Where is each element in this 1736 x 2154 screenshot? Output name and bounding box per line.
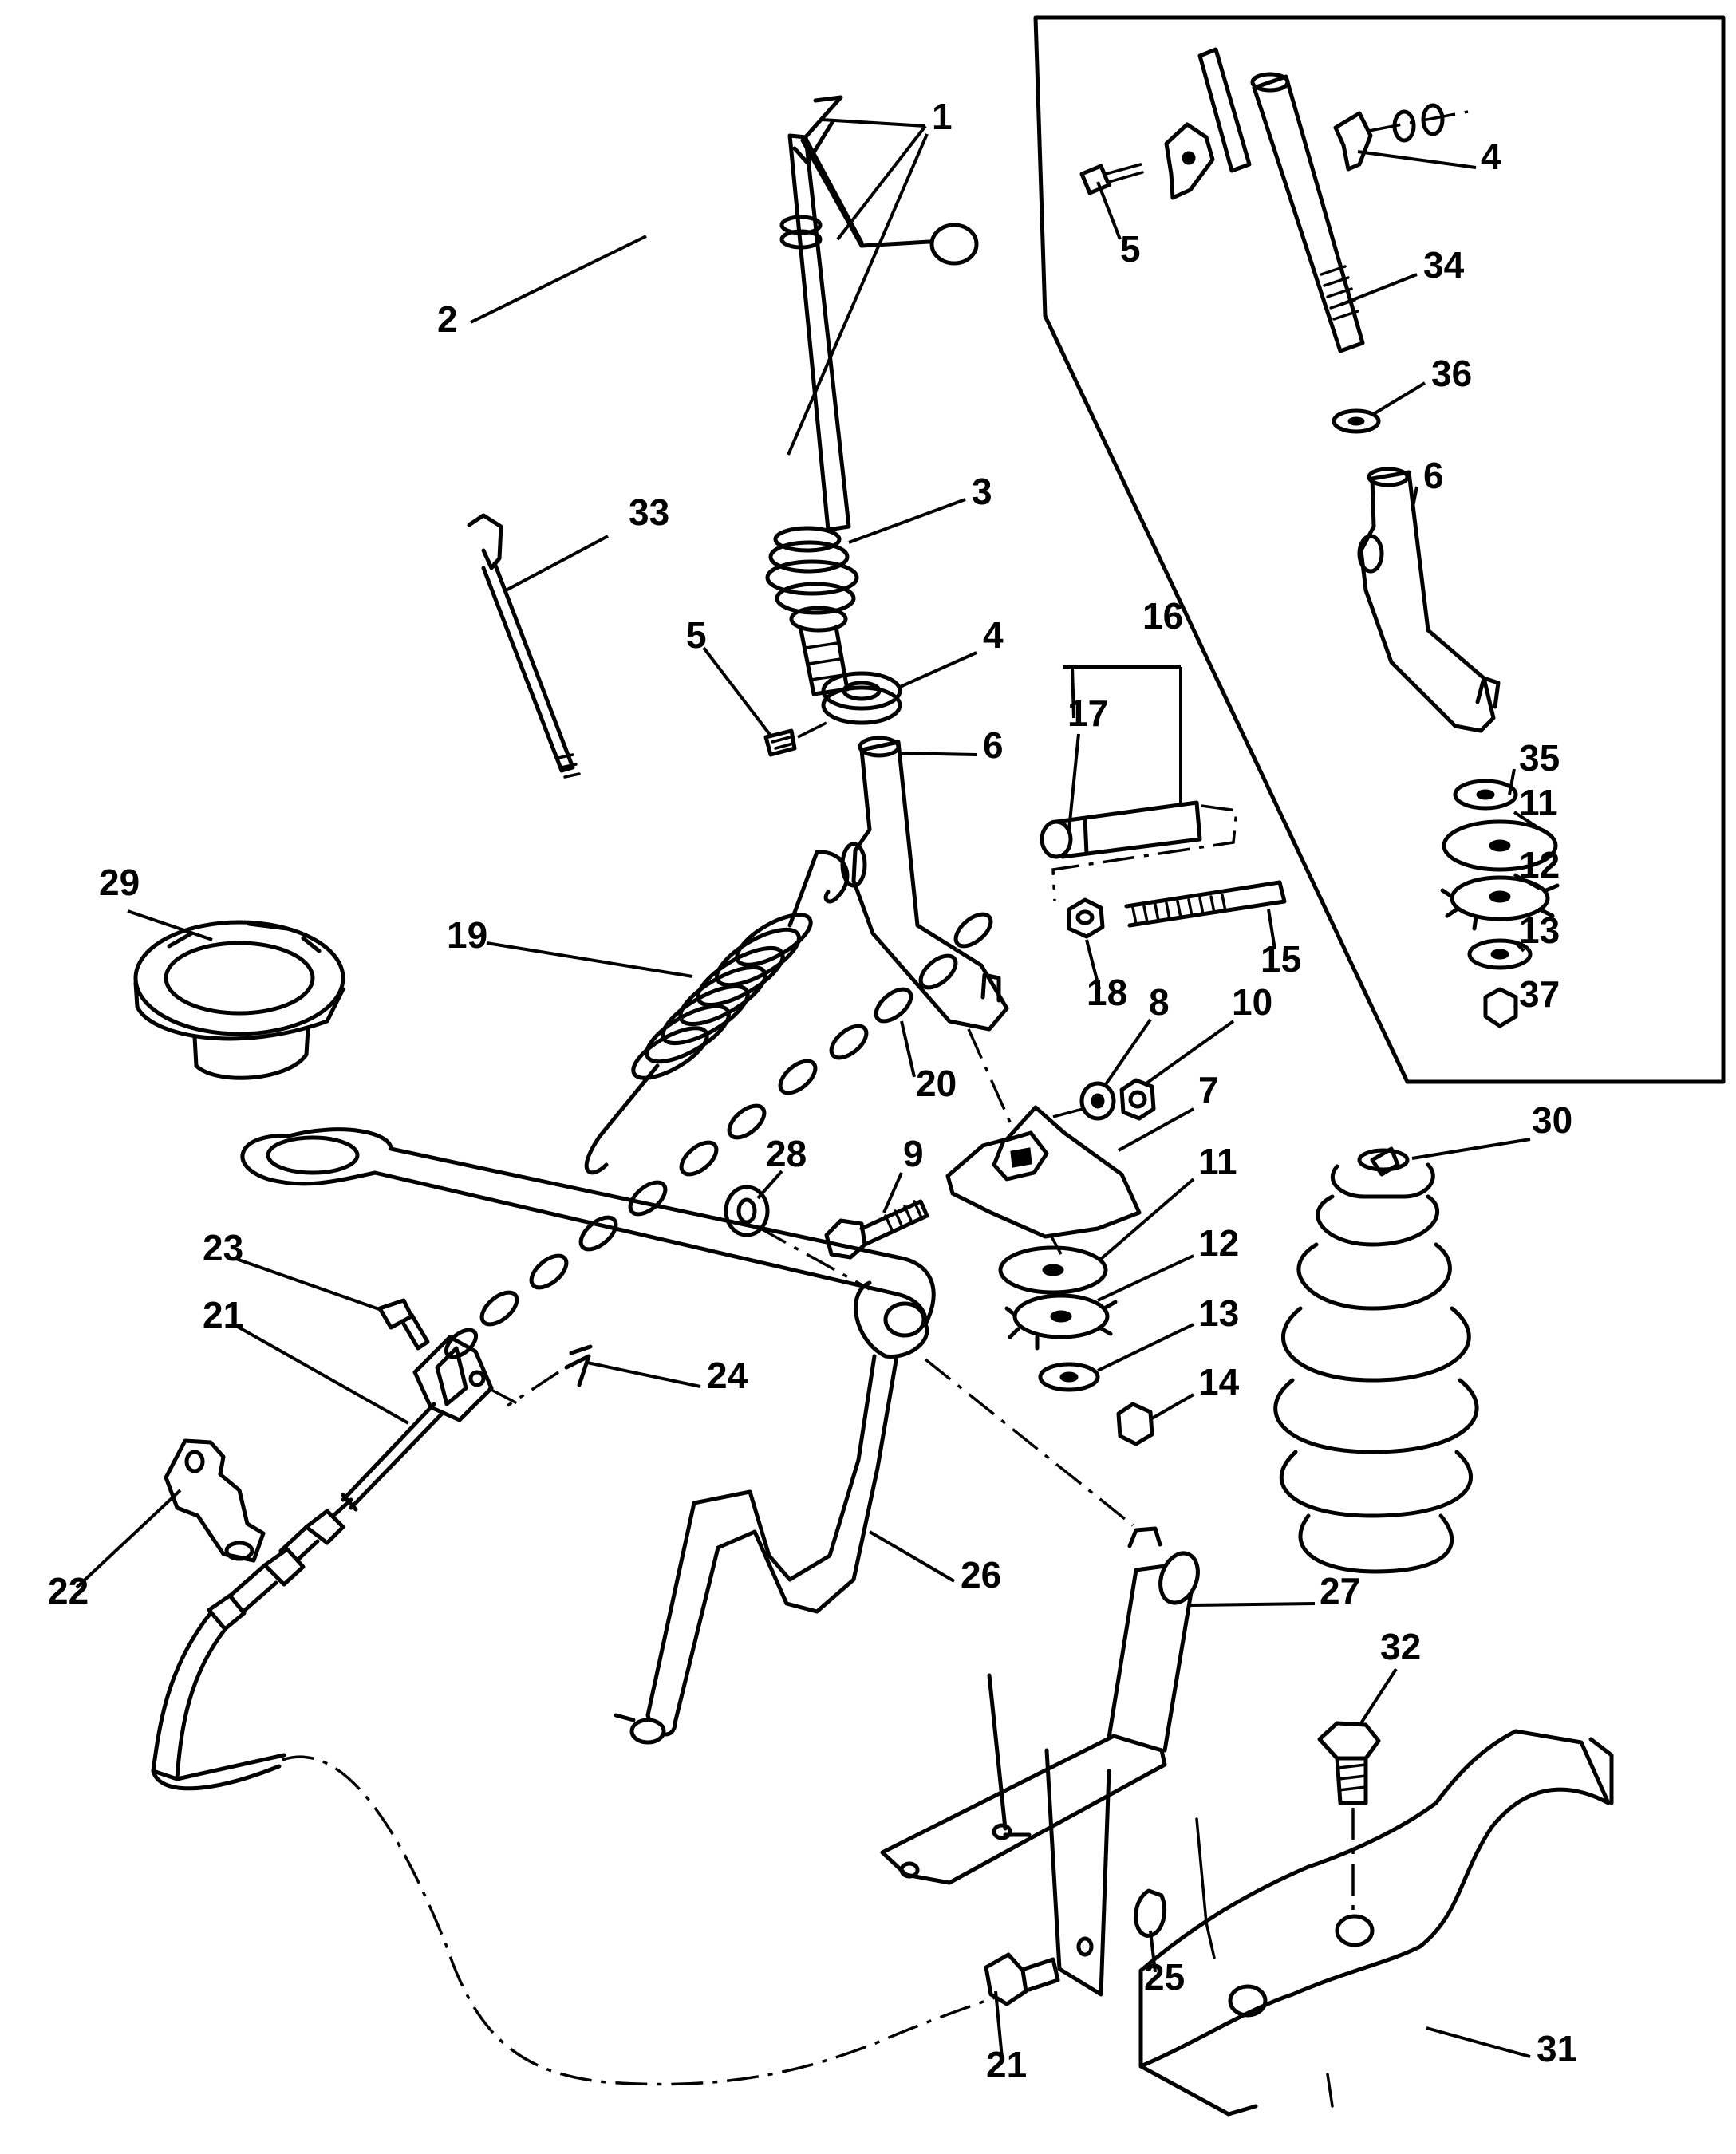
- callout-label: 9: [903, 1133, 924, 1174]
- boot-3: [765, 526, 859, 696]
- callout-label: 11: [1519, 782, 1558, 823]
- collar-2: [779, 215, 823, 250]
- inset-rod-34: [1250, 72, 1365, 353]
- callout-label: 30: [1532, 1099, 1572, 1141]
- bolt-9: [824, 1199, 929, 1260]
- callout-label: 1: [932, 96, 953, 137]
- cotter-24: [507, 1344, 593, 1407]
- inset-panel-border: [1033, 15, 1726, 1084]
- callout-label: 26: [961, 1554, 1001, 1596]
- inset-rod-short: [1197, 47, 1252, 173]
- callout-label: 21: [203, 1294, 243, 1335]
- lever-bar-26: [240, 1127, 936, 1745]
- callout-label: 17: [1067, 692, 1108, 734]
- callout-label: 15: [1261, 938, 1301, 980]
- callout-label: 12: [1198, 1222, 1239, 1264]
- callout-label: 35: [1519, 737, 1560, 779]
- inset-arm-6: [1357, 467, 1501, 733]
- leader-lines: [75, 118, 1553, 2059]
- inset-washer-stack: [1440, 779, 1560, 1028]
- inset-washer-36: [1332, 408, 1381, 434]
- inset-screw-5: [1079, 163, 1144, 195]
- nut-18: [1067, 898, 1105, 939]
- callout-label: 16: [1142, 595, 1183, 637]
- callout-label: 7: [1198, 1069, 1219, 1111]
- main-washer-stack: [998, 1245, 1154, 1446]
- callout-label: 13: [1519, 909, 1560, 951]
- chain-20: [444, 912, 993, 1359]
- pin-23: [377, 1298, 430, 1351]
- callout-label: 29: [99, 862, 140, 903]
- cable-assembly: [151, 1493, 1019, 2086]
- callout-label: 14: [1198, 1361, 1240, 1402]
- bushing-29: [133, 920, 345, 1080]
- callout-label: 23: [203, 1227, 243, 1268]
- pin-16-17: [1040, 800, 1238, 902]
- bracket-7: [945, 1105, 1142, 1239]
- washer-8: [1079, 1081, 1116, 1121]
- callout-label: 19: [447, 914, 487, 956]
- inset-bracket-right-4: [1333, 103, 1469, 172]
- callout-label: 2: [437, 298, 458, 340]
- washer-28: [724, 1185, 770, 1237]
- callout-label: 13: [1198, 1292, 1239, 1334]
- callout-label: 22: [48, 1570, 89, 1612]
- callout-label: 8: [1149, 981, 1170, 1023]
- callout-label: 5: [686, 614, 707, 656]
- bracket-22: [164, 1438, 266, 1563]
- threaded-rod-15: [1124, 880, 1287, 928]
- callout-label: 31: [1537, 2028, 1577, 2069]
- callout-label: 25: [1144, 1956, 1185, 1998]
- callout-label: 6: [983, 724, 1004, 766]
- bolt-32: [1317, 1721, 1381, 1915]
- callout-label: 33: [629, 491, 669, 533]
- shift-lever-1: [787, 95, 979, 532]
- callout-label: 4: [983, 614, 1004, 656]
- callout-label: 32: [1380, 1626, 1421, 1667]
- callout-label: 27: [1320, 1570, 1360, 1612]
- blade-31: [1138, 1729, 1614, 2117]
- callout-label: 18: [1087, 972, 1127, 1013]
- callout-label: 37: [1519, 973, 1560, 1015]
- spacer-4: [821, 671, 902, 725]
- callout-label: 36: [1431, 353, 1472, 394]
- callout-label: 11: [1198, 1141, 1237, 1182]
- bracket-27: [880, 1526, 1200, 1997]
- callout-label: 4: [1481, 136, 1501, 177]
- callout-label: 28: [766, 1133, 807, 1174]
- spring-19: [584, 850, 850, 1175]
- callout-label: 5: [1120, 228, 1141, 270]
- callout-label: 20: [916, 1063, 957, 1104]
- callout-label: 12: [1519, 844, 1560, 886]
- callout-label: 21: [986, 2044, 1027, 2085]
- nut-10: [1119, 1078, 1156, 1121]
- rod-33: [467, 513, 581, 779]
- callout-label: 34: [1423, 244, 1465, 286]
- inset-bracket-left: [1164, 122, 1215, 200]
- callout-label: 6: [1423, 455, 1444, 496]
- boot-30: [1273, 1146, 1479, 1574]
- callout-label: 24: [707, 1355, 748, 1396]
- clevis-21: [341, 1335, 519, 1510]
- callout-label: 3: [972, 471, 992, 512]
- callout-label: 10: [1232, 981, 1272, 1023]
- setscrew-5: [763, 720, 831, 757]
